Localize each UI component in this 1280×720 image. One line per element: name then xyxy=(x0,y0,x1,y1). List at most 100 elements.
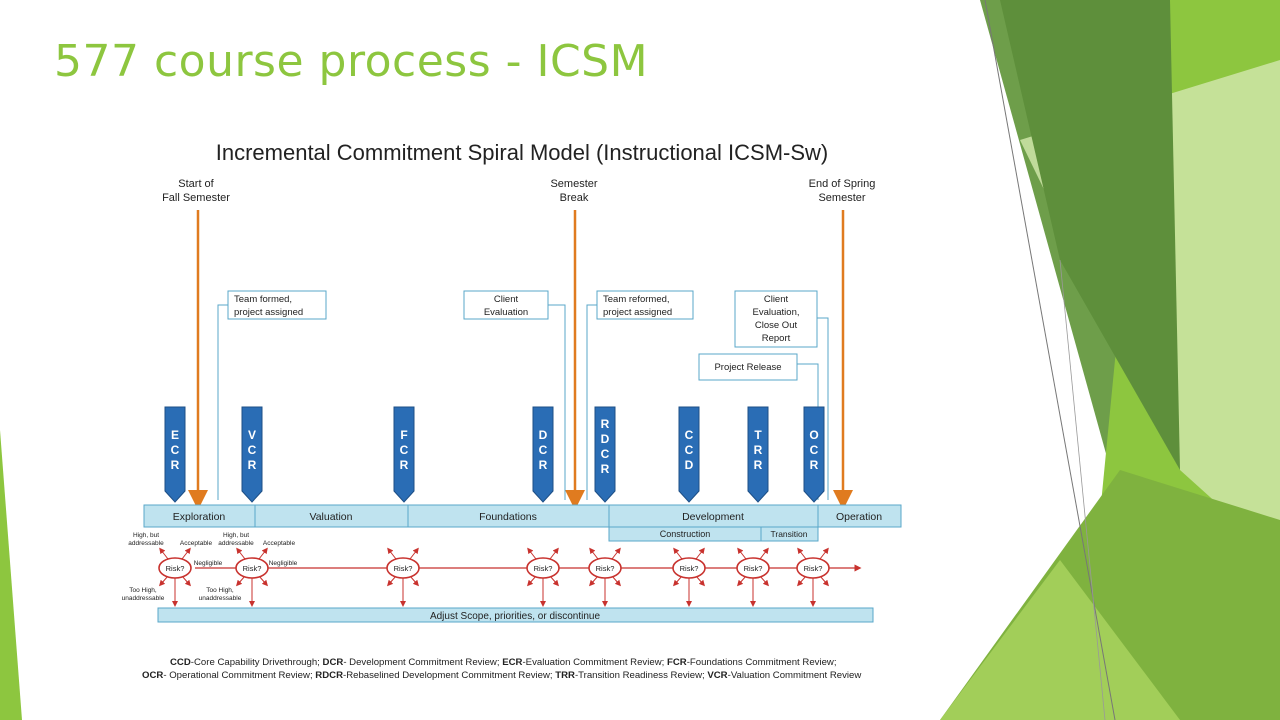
risk-branch-arrow xyxy=(181,547,191,560)
risk-label: Risk? xyxy=(804,564,823,573)
milestone-letter: R xyxy=(810,458,819,472)
risk-node: Risk? xyxy=(796,547,830,607)
milestone-letter: D xyxy=(539,428,548,442)
svg-text:Team formed,: Team formed, xyxy=(234,294,292,305)
annot-too-high-2-a: Too High, xyxy=(206,587,234,594)
annot-negligible-1: Negligible xyxy=(194,560,223,567)
milestone-ecr: ECR xyxy=(164,406,186,503)
risk-label: Risk? xyxy=(596,564,615,573)
milestone-letter: R xyxy=(171,458,180,472)
phase-bar: Exploration Valuation Foundations Develo… xyxy=(143,504,902,542)
deco-shape-left xyxy=(0,430,22,720)
milestone-letter: R xyxy=(539,458,548,472)
risk-node: Risk? xyxy=(526,547,560,607)
risk-branch-arrow xyxy=(695,547,705,560)
svg-text:Evaluation,: Evaluation, xyxy=(752,307,799,318)
deco-shape-bottom-light xyxy=(940,560,1180,720)
milestone-letter: R xyxy=(754,458,763,472)
milestone-marker xyxy=(164,406,186,503)
risk-ellipse xyxy=(526,557,560,579)
legend-line-1: CCD-Core Capability Drivethrough; DCR- D… xyxy=(170,657,837,668)
svg-text:Team reformed,: Team reformed, xyxy=(603,294,670,305)
phase-operation-box xyxy=(817,504,902,528)
subphase-construction: Construction xyxy=(660,529,711,539)
annot-negligible-2: Negligible xyxy=(269,560,298,567)
milestone-marker xyxy=(803,406,825,503)
subphase-transition-box xyxy=(760,526,819,542)
callout-client-evaluation-close-out: Client Evaluation, Close Out Report xyxy=(734,290,829,500)
risk-ellipse xyxy=(796,557,830,579)
risk-node: Risk? xyxy=(672,547,706,607)
legend-line-2: OCR- Operational Commitment Review; RDCR… xyxy=(142,670,861,681)
risk-ellipse xyxy=(588,557,622,579)
annot-high-but-1-a: High, but xyxy=(133,532,159,539)
milestone-letter: R xyxy=(248,458,257,472)
risk-node: Risk? xyxy=(736,547,770,607)
label-start-fall-1: Start of xyxy=(178,178,214,190)
diagram-background xyxy=(125,128,930,684)
milestone-ccd: CCD xyxy=(678,406,700,503)
milestone-letter: D xyxy=(685,458,694,472)
risk-label: Risk? xyxy=(534,564,553,573)
label-end-spring-2: Semester xyxy=(818,192,865,204)
label-semester-break-1: Semester xyxy=(550,178,597,190)
callout-client-evaluation: Client Evaluation xyxy=(463,290,566,500)
annot-high-but-2-a: High, but xyxy=(223,532,249,539)
milestone-letter: R xyxy=(601,417,610,431)
milestone-letter: C xyxy=(685,443,694,457)
annot-too-high-2-b: unaddressable xyxy=(199,595,242,602)
label-start-fall-2: Fall Semester xyxy=(162,192,230,204)
risk-ellipse xyxy=(158,557,192,579)
risk-branch-arrow xyxy=(258,547,268,560)
label-end-spring-1: End of Spring xyxy=(809,178,876,190)
risk-ellipse xyxy=(386,557,420,579)
risk-label: Risk? xyxy=(680,564,699,573)
milestone-letter: C xyxy=(539,443,548,457)
callout-project-release: Project Release xyxy=(698,353,819,500)
milestone-trr: TRR xyxy=(747,406,769,503)
risk-branch-arrow xyxy=(673,547,683,560)
milestone-letter: C xyxy=(171,443,180,457)
svg-text:project assigned: project assigned xyxy=(603,307,672,318)
phase-foundations: Foundations xyxy=(479,511,537,523)
phase-valuation: Valuation xyxy=(309,511,352,523)
svg-text:project assigned: project assigned xyxy=(234,307,303,318)
milestone-fcr: FCR xyxy=(393,406,415,503)
label-semester-break-2: Break xyxy=(560,192,589,204)
milestone-letter: R xyxy=(400,458,409,472)
risk-node: Risk? xyxy=(386,547,420,607)
risk-branch-arrow xyxy=(387,547,397,560)
milestone-letter: F xyxy=(400,428,407,442)
svg-text:Project Release: Project Release xyxy=(714,362,781,373)
risk-branch-arrow xyxy=(819,547,829,560)
risk-ellipse xyxy=(235,557,269,579)
milestone-letter: C xyxy=(810,443,819,457)
risk-node: Risk? xyxy=(158,547,192,607)
risk-label: Risk? xyxy=(243,564,262,573)
risk-branch-arrow xyxy=(589,547,599,560)
risk-nodes: Risk? Risk? Risk? Risk? Risk? Risk? Risk? Risk? xyxy=(158,547,830,607)
milestone-marker xyxy=(241,406,263,503)
svg-text:Client: Client xyxy=(764,294,789,305)
milestone-vcr: VCR xyxy=(241,406,263,503)
annot-too-high-1-a: Too High, xyxy=(129,587,157,594)
milestone-letter: C xyxy=(601,447,610,461)
milestone-dcr: DCR xyxy=(532,406,554,503)
milestone-letter: C xyxy=(400,443,409,457)
risk-branch-arrow xyxy=(236,547,246,560)
milestone-letter: D xyxy=(601,432,610,446)
risk-label: Risk? xyxy=(394,564,413,573)
diagram-title: Incremental Commitment Spiral Model (Ins… xyxy=(216,140,829,165)
milestone-letter: R xyxy=(754,443,763,457)
risk-label: Risk? xyxy=(744,564,763,573)
milestone-marker xyxy=(532,406,554,503)
milestone-rdcr: RDCR xyxy=(594,406,616,503)
risk-label: Risk? xyxy=(166,564,185,573)
callout-team-reformed: Team reformed, project assigned xyxy=(586,290,694,500)
annot-acceptable-1: Acceptable xyxy=(180,540,213,547)
risk-branch-arrow xyxy=(159,547,169,560)
risk-annotations: High, but addressable Acceptable Negligi… xyxy=(122,532,298,602)
